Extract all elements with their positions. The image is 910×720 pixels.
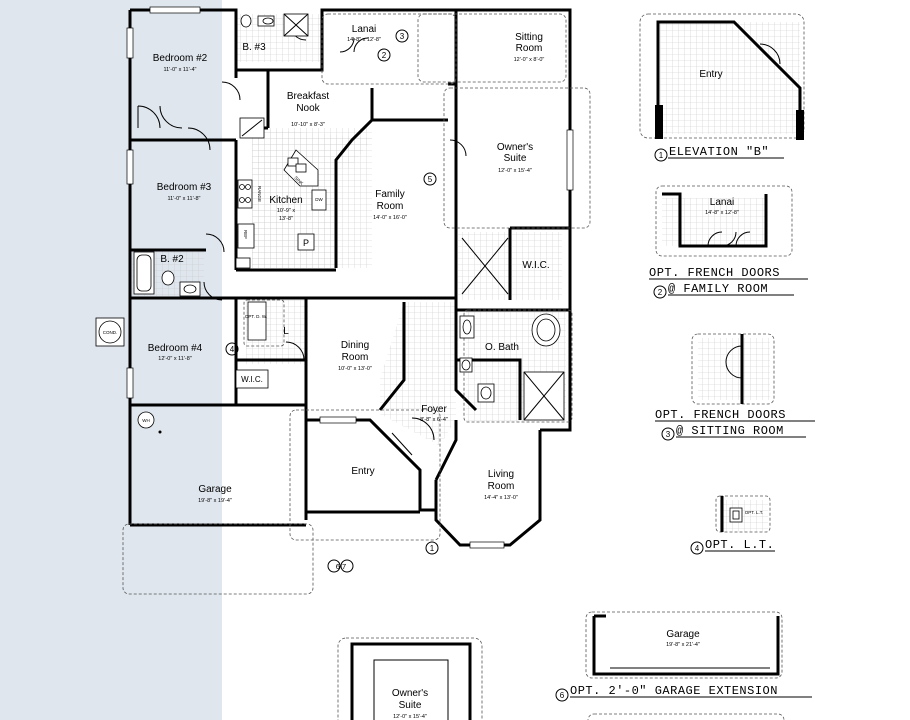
elev-b-caption: ELEVATION "B" bbox=[669, 145, 769, 159]
sitting-dim: 12'-0" x 8'-0" bbox=[514, 57, 545, 63]
french-sitting-caption-2: @ SITTING ROOM bbox=[676, 424, 784, 438]
garage-dim: 19'-8" x 19'-4" bbox=[198, 498, 232, 504]
option-outlines bbox=[122, 13, 591, 595]
option-french-sitting: OPT. FRENCH DOORS 3 @ SITTING ROOM bbox=[655, 333, 786, 441]
bedroom4-label: Bedroom #4 bbox=[148, 343, 203, 354]
opt-lt-number: 4 bbox=[695, 544, 700, 553]
fixture-labels: COND. WH SINK RANGE DW P REF OPT. D. W. bbox=[103, 175, 324, 423]
owners-alt-label-1: Owner's bbox=[392, 688, 428, 699]
french-family-caption-2: @ FAMILY ROOM bbox=[668, 282, 768, 296]
nook-dim: 10'-10" x 8'-3" bbox=[291, 122, 325, 128]
nook-label-1: Breakfast bbox=[287, 91, 329, 102]
bedroom4-dim: 12'-0" x 11'-8" bbox=[158, 356, 191, 362]
bath2-label: B. #2 bbox=[160, 254, 184, 265]
marker-5: 5 bbox=[428, 175, 433, 184]
marker-6-7: 6 7 bbox=[336, 562, 346, 571]
foyer-dim: 8'-8" x 6'-4" bbox=[420, 417, 448, 423]
option-lt: OPT. L.T. 4 OPT. L.T. bbox=[690, 495, 774, 555]
living-label-2: Room bbox=[488, 481, 515, 492]
laundry-label: L bbox=[283, 326, 289, 337]
bath3-label: B. #3 bbox=[242, 42, 266, 53]
garage-label: Garage bbox=[198, 484, 232, 495]
dining-dim: 10'-0" x 13'-0" bbox=[338, 366, 372, 372]
lanai-label: Lanai bbox=[352, 24, 376, 35]
garage-ext-room-label: Garage bbox=[666, 629, 700, 640]
dishwasher-label: DW bbox=[315, 197, 323, 202]
option-french-family: Lanai 14'-8" x 12'-8" OPT. FRENCH DOORS … bbox=[649, 185, 793, 299]
doors bbox=[137, 23, 467, 456]
kitchen-dim-2: 13'-8" bbox=[279, 216, 293, 222]
sitting-label-2: Room bbox=[516, 43, 543, 54]
wic2-label: W.I.C. bbox=[241, 375, 263, 384]
dining-label-1: Dining bbox=[341, 340, 369, 351]
marker-1: 1 bbox=[430, 544, 435, 553]
foyer-label: Foyer bbox=[421, 404, 447, 415]
obath-label: O. Bath bbox=[485, 342, 519, 353]
caption-underlines bbox=[570, 157, 815, 698]
option-elevation-b: Entry 1 ELEVATION "B" bbox=[639, 13, 805, 162]
bedroom3-dim: 11'-0" x 11'-8" bbox=[167, 196, 200, 202]
french-sitting-number: 3 bbox=[666, 430, 671, 439]
lanai-dim: 14'-8" x 12'-8" bbox=[347, 37, 381, 43]
family-label-1: Family bbox=[375, 189, 404, 200]
living-label-1: Living bbox=[488, 469, 514, 480]
nook-label-2: Nook bbox=[296, 103, 320, 114]
owners-dim: 12'-0" x 15'-4" bbox=[498, 168, 532, 174]
kitchen-label: Kitchen bbox=[269, 195, 302, 206]
french-family-number: 2 bbox=[658, 288, 663, 297]
bedroom3-label: Bedroom #3 bbox=[157, 182, 212, 193]
garage-ext-caption: OPT. 2'-0" GARAGE EXTENSION bbox=[570, 684, 778, 698]
living-dim: 14'-4" x 13'-0" bbox=[484, 495, 518, 501]
kitchen-dim-1: 10'-9" x bbox=[277, 208, 296, 214]
bedroom2-label: Bedroom #2 bbox=[153, 53, 208, 64]
garage-ext-room-dim: 19'-8" x 21'-4" bbox=[666, 642, 700, 648]
garage-ext-number: 6 bbox=[560, 691, 565, 700]
opt-lt-small-label: OPT. L.T. bbox=[745, 510, 764, 515]
wic-label: W.I.C. bbox=[522, 260, 549, 271]
french-family-room-label: Lanai bbox=[710, 197, 734, 208]
french-family-caption-1: OPT. FRENCH DOORS bbox=[649, 266, 780, 280]
pantry-label: P bbox=[303, 238, 309, 248]
opt-dw-label: OPT. D. W. bbox=[245, 314, 267, 319]
bedroom2-dim: 11'-0" x 11'-4" bbox=[163, 67, 196, 73]
sitting-label-1: Sitting bbox=[515, 32, 543, 43]
french-family-room-dim: 14'-8" x 12'-8" bbox=[705, 210, 739, 216]
elev-b-room-label: Entry bbox=[699, 69, 722, 80]
windows bbox=[126, 6, 574, 549]
owners-label-1: Owner's bbox=[497, 142, 533, 153]
opt-lt-caption: OPT. L.T. bbox=[705, 538, 774, 552]
fixtures bbox=[95, 13, 565, 434]
owners-alt-dim: 12'-0" x 15'-4" bbox=[393, 714, 427, 720]
option-markers: 3 2 5 4 1 6 7 bbox=[225, 29, 439, 573]
marker-2: 2 bbox=[382, 51, 387, 60]
entry-label: Entry bbox=[351, 466, 374, 477]
option-garage-extension: Garage 19'-8" x 21'-4" 6 OPT. 2'-0" GARA… bbox=[555, 611, 785, 720]
owners-alt-label-2: Suite bbox=[399, 700, 422, 711]
ref-label: REF bbox=[243, 230, 248, 239]
marker-3: 3 bbox=[400, 32, 405, 41]
room-labels: Bedroom #2 11'-0" x 11'-4" B. #3 Lanai 1… bbox=[148, 24, 550, 504]
dining-label-2: Room bbox=[342, 352, 369, 363]
cond-label: COND. bbox=[103, 330, 118, 335]
option-owners-suite-alt: Owner's Suite 12'-0" x 15'-4" bbox=[337, 637, 483, 720]
family-dim: 14'-0" x 16'-0" bbox=[373, 215, 407, 221]
french-sitting-caption-1: OPT. FRENCH DOORS bbox=[655, 408, 786, 422]
marker-4: 4 bbox=[230, 345, 235, 354]
owners-label-2: Suite bbox=[504, 153, 527, 164]
left-background-panel bbox=[0, 0, 222, 720]
elev-b-number: 1 bbox=[659, 151, 664, 160]
water-heater-label: WH bbox=[142, 418, 150, 423]
sink-label: SINK bbox=[293, 175, 304, 186]
range-label: RANGE bbox=[257, 186, 262, 202]
family-label-2: Room bbox=[377, 201, 404, 212]
